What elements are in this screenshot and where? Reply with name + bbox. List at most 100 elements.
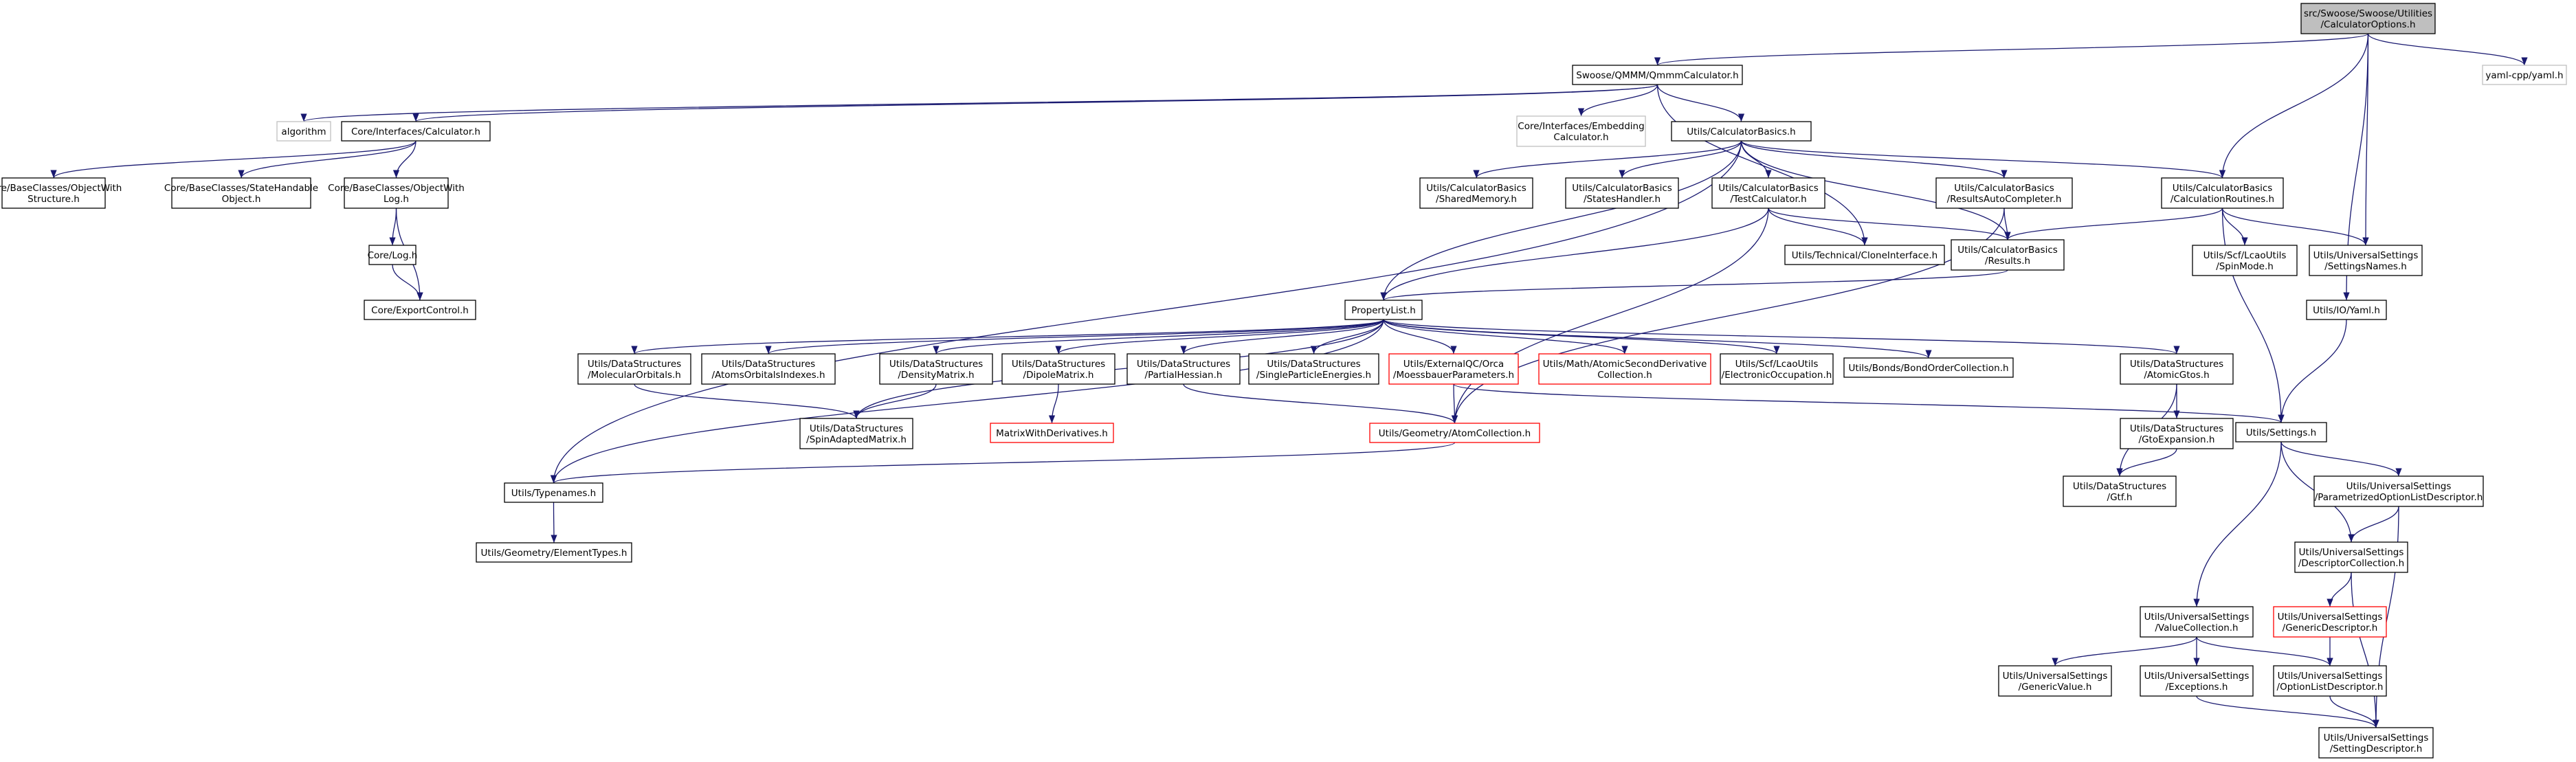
node-desccoll[interactable]: Utils/UniversalSettings/DescriptorCollec… <box>2294 541 2408 573</box>
node-box[interactable] <box>2309 245 2423 276</box>
node-resultsauto[interactable]: Utils/CalculatorBasics/ResultsAutoComple… <box>1935 177 2073 209</box>
node-box[interactable] <box>1388 353 1519 385</box>
node-box[interactable] <box>2120 418 2234 449</box>
node-stateshandler[interactable]: Utils/CalculatorBasics/StatesHandler.h <box>1565 177 1679 209</box>
node-optionlist[interactable]: Utils/UniversalSettings/OptionListDescri… <box>2273 665 2387 697</box>
node-box[interactable] <box>2120 353 2234 385</box>
node-elecocc[interactable]: Utils/Scf/LcaoUtils/ElectronicOccupation… <box>1720 353 1834 385</box>
node-box[interactable] <box>2300 3 2436 34</box>
node-calcroutines[interactable]: Utils/CalculatorBasics/CalculationRoutin… <box>2161 177 2284 209</box>
node-box[interactable] <box>1935 177 2073 209</box>
node-box[interactable] <box>2235 422 2327 442</box>
node-sharedmem[interactable]: Utils/CalculatorBasics/SharedMemory.h <box>1419 177 1533 209</box>
node-bondorder[interactable]: Utils/Bonds/BondOrderCollection.h <box>1843 357 2014 378</box>
node-clone[interactable]: Utils/Technical/CloneInterface.h <box>1784 245 1945 265</box>
node-dipole[interactable]: Utils/DataStructures/DipoleMatrix.h <box>1001 353 1115 385</box>
node-box[interactable] <box>1784 245 1945 265</box>
node-box[interactable] <box>2161 177 2284 209</box>
node-box[interactable] <box>799 418 913 449</box>
node-box[interactable] <box>2318 727 2434 759</box>
node-singlepart[interactable]: Utils/DataStructures/SingleParticleEnerg… <box>1248 353 1379 385</box>
node-box[interactable] <box>1951 239 2065 271</box>
node-log[interactable]: Core/Log.h <box>368 245 418 265</box>
node-box[interactable] <box>1720 353 1834 385</box>
node-box[interactable] <box>990 423 1114 443</box>
node-testcalc[interactable]: Utils/CalculatorBasics/TestCalculator.h <box>1711 177 1825 209</box>
node-typenames[interactable]: Utils/Typenames.h <box>504 482 603 503</box>
node-box[interactable] <box>879 353 993 385</box>
node-yamlh[interactable]: Utils/IO/Yaml.h <box>2306 300 2387 320</box>
node-calculator[interactable]: Core/Interfaces/Calculator.h <box>341 121 491 142</box>
node-box[interactable] <box>2140 606 2254 638</box>
node-exportctl[interactable]: Core/ExportControl.h <box>364 300 476 320</box>
node-box[interactable] <box>171 177 311 209</box>
node-box[interactable] <box>1516 115 1646 147</box>
node-atomsorb[interactable]: Utils/DataStructures/AtomsOrbitalsIndexe… <box>701 353 836 385</box>
node-spinadapted[interactable]: Utils/DataStructures/SpinAdaptedMatrix.h <box>799 418 913 449</box>
node-box[interactable] <box>1572 65 1743 85</box>
node-box[interactable] <box>2140 665 2254 697</box>
node-gtoexp[interactable]: Utils/DataStructures/GtoExpansion.h <box>2120 418 2234 449</box>
node-root[interactable]: src/Swoose/Swoose/Utilities/CalculatorOp… <box>2300 3 2436 34</box>
node-box[interactable] <box>577 353 691 385</box>
node-box[interactable] <box>2313 475 2484 507</box>
node-box[interactable] <box>1538 353 1711 385</box>
node-partialhess[interactable]: Utils/DataStructures/PartialHessian.h <box>1126 353 1241 385</box>
node-box[interactable] <box>2273 606 2387 638</box>
node-box[interactable] <box>2306 300 2387 320</box>
node-moess[interactable]: Utils/ExternalQC/Orca/MoessbauerParamete… <box>1388 353 1519 385</box>
node-box[interactable] <box>701 353 836 385</box>
node-calcbasics[interactable]: Utils/CalculatorBasics.h <box>1671 121 1812 142</box>
node-box[interactable] <box>1344 300 1423 320</box>
node-box[interactable] <box>1565 177 1679 209</box>
node-density[interactable]: Utils/DataStructures/DensityMatrix.h <box>879 353 993 385</box>
node-box[interactable] <box>1998 665 2112 697</box>
node-box[interactable] <box>2192 245 2298 276</box>
node-box[interactable] <box>504 482 603 503</box>
node-genericdesc[interactable]: Utils/UniversalSettings/GenericDescripto… <box>2273 606 2387 638</box>
node-genericvalue[interactable]: Utils/UniversalSettings/GenericValue.h <box>1998 665 2112 697</box>
node-box[interactable] <box>2273 665 2387 697</box>
node-matrixderiv[interactable]: MatrixWithDerivatives.h <box>990 423 1114 443</box>
node-exceptions[interactable]: Utils/UniversalSettings/Exceptions.h <box>2140 665 2254 697</box>
node-algorithm[interactable]: algorithm <box>276 121 331 142</box>
node-box[interactable] <box>276 121 331 142</box>
node-paramopt[interactable]: Utils/UniversalSettings/ParametrizedOpti… <box>2313 475 2484 507</box>
node-box[interactable] <box>1369 423 1540 443</box>
node-yamlcpp[interactable]: yaml-cpp/yaml.h <box>2482 65 2567 85</box>
node-gtf[interactable]: Utils/DataStructures/Gtf.h <box>2063 475 2177 507</box>
node-spinmode[interactable]: Utils/Scf/LcaoUtils/SpinMode.h <box>2192 245 2298 276</box>
node-box[interactable] <box>364 300 476 320</box>
node-settingdesc[interactable]: Utils/UniversalSettings/SettingDescripto… <box>2318 727 2434 759</box>
node-atomicsecond[interactable]: Utils/Math/AtomicSecondDerivativeCollect… <box>1538 353 1711 385</box>
node-settingsnames[interactable]: Utils/UniversalSettings/SettingsNames.h <box>2309 245 2423 276</box>
node-box[interactable] <box>476 542 632 563</box>
node-atomicgtos[interactable]: Utils/DataStructures/AtomicGtos.h <box>2120 353 2234 385</box>
node-box[interactable] <box>1 177 106 209</box>
node-qmmm[interactable]: Swoose/QMMM/QmmmCalculator.h <box>1572 65 1743 85</box>
node-box[interactable] <box>2482 65 2567 85</box>
node-atomcoll[interactable]: Utils/Geometry/AtomCollection.h <box>1369 423 1540 443</box>
node-box[interactable] <box>341 121 491 142</box>
node-molorb[interactable]: Utils/DataStructures/MolecularOrbitals.h <box>577 353 691 385</box>
node-elemtypes[interactable]: Utils/Geometry/ElementTypes.h <box>476 542 632 563</box>
node-box[interactable] <box>2063 475 2177 507</box>
node-box[interactable] <box>2294 541 2408 573</box>
node-box[interactable] <box>1843 357 2014 378</box>
node-valuecoll[interactable]: Utils/UniversalSettings/ValueCollection.… <box>2140 606 2254 638</box>
node-settings[interactable]: Utils/Settings.h <box>2235 422 2327 442</box>
node-box[interactable] <box>368 245 417 265</box>
node-box[interactable] <box>1671 121 1812 142</box>
node-box[interactable] <box>1001 353 1115 385</box>
node-box[interactable] <box>1711 177 1825 209</box>
node-box[interactable] <box>1248 353 1379 385</box>
node-propertylist[interactable]: PropertyList.h <box>1344 300 1423 320</box>
node-box[interactable] <box>1419 177 1533 209</box>
node-results[interactable]: Utils/CalculatorBasics/Results.h <box>1951 239 2065 271</box>
node-box[interactable] <box>344 177 449 209</box>
node-box[interactable] <box>1126 353 1241 385</box>
